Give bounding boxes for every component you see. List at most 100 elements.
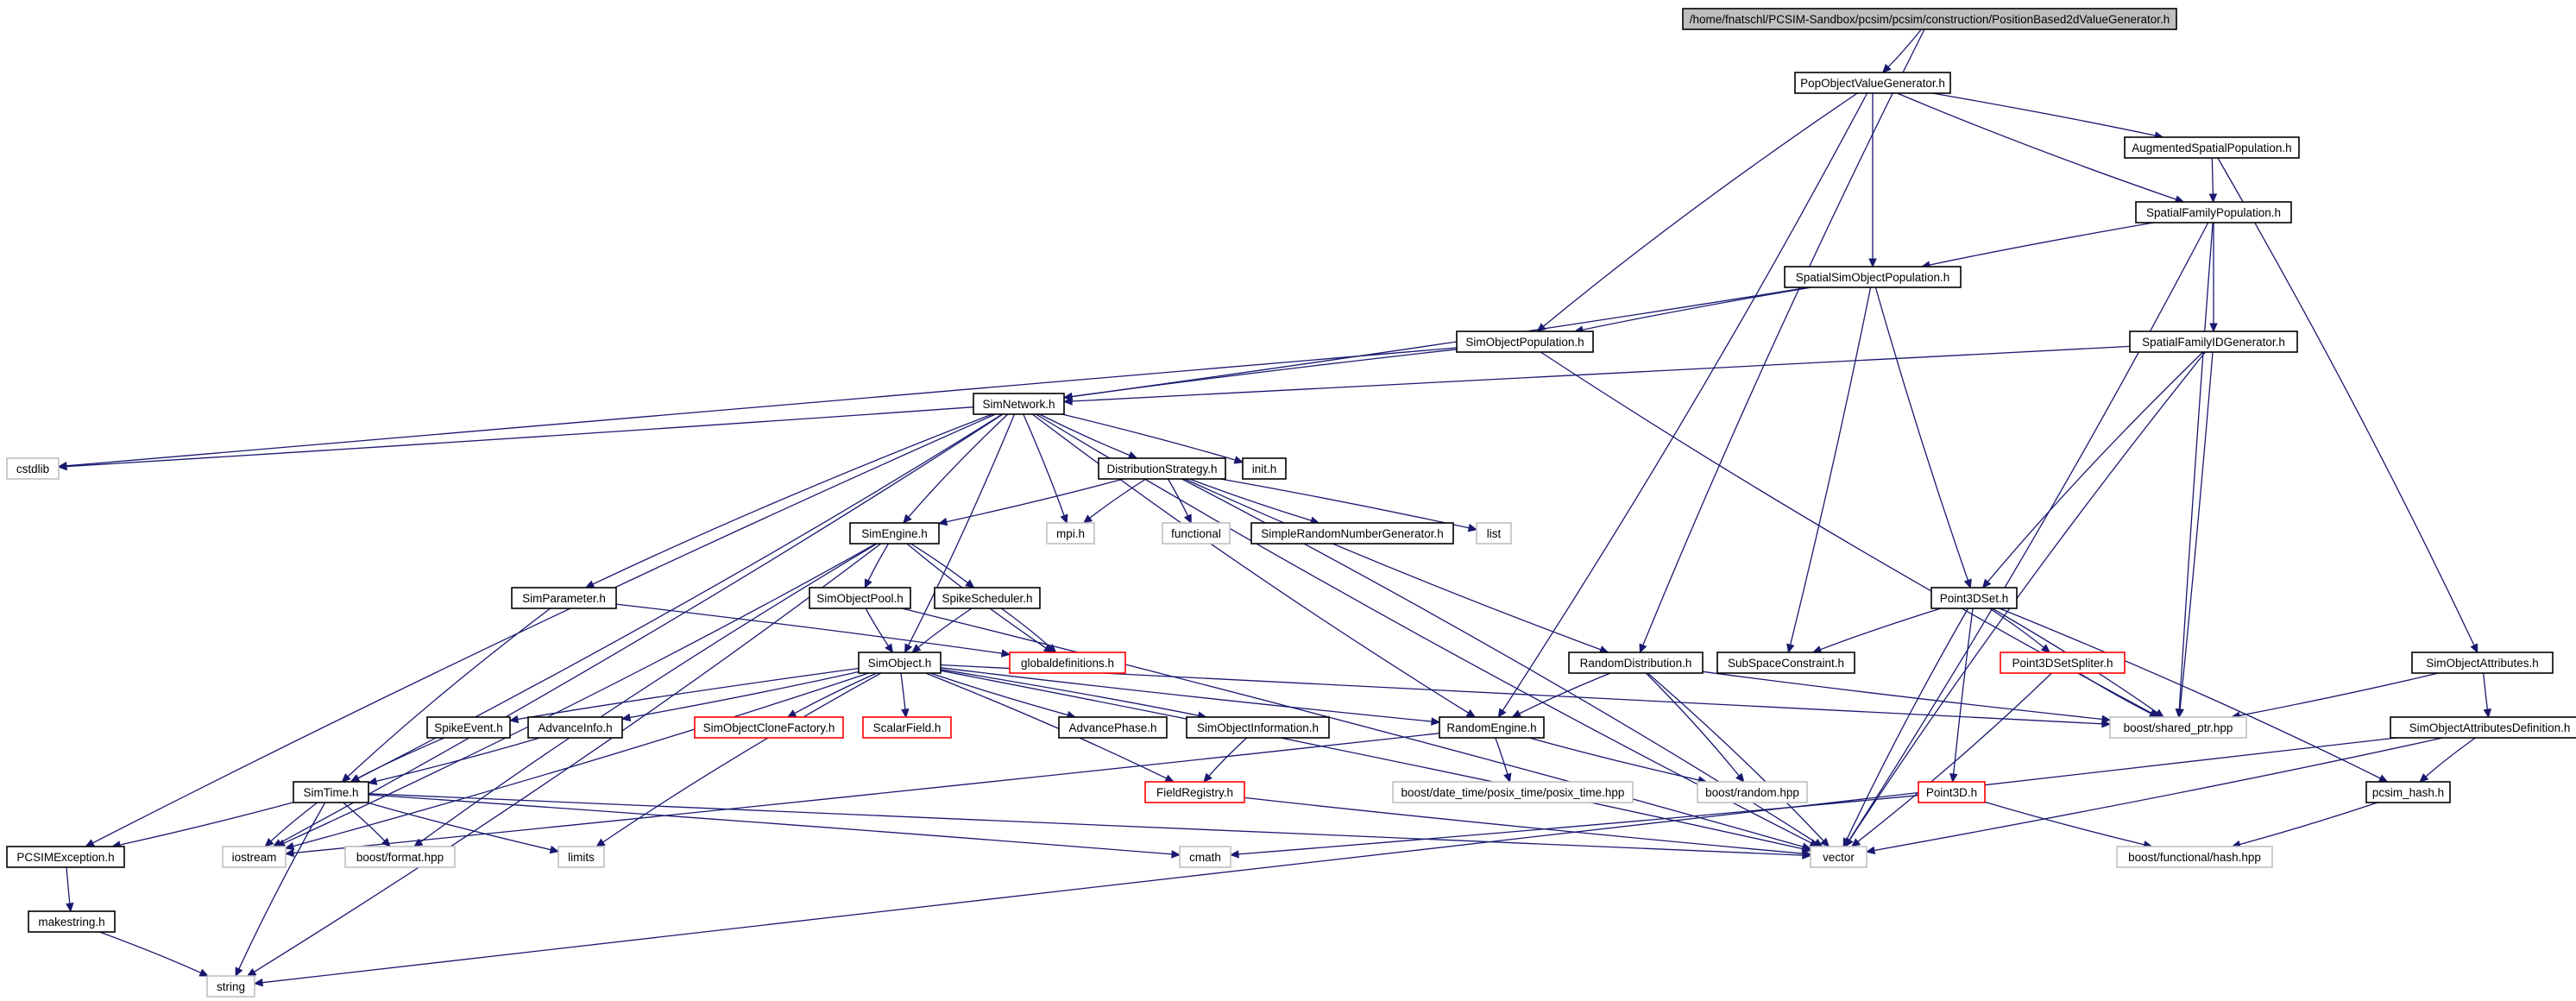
node-cmath: cmath bbox=[1179, 846, 1231, 868]
include-edge-point3dset-to-p3dspliter bbox=[1989, 608, 2051, 653]
node-box bbox=[1918, 781, 1986, 803]
node-subspace[interactable]: SubSpaceConstraint.h bbox=[1716, 652, 1855, 674]
node-spatfamid[interactable]: SpatialFamilyIDGenerator.h bbox=[2129, 331, 2298, 353]
node-box[interactable] bbox=[2124, 136, 2300, 159]
node-spikeevent[interactable]: SpikeEvent.h bbox=[426, 716, 511, 739]
node-box[interactable] bbox=[426, 716, 511, 739]
node-box[interactable] bbox=[511, 587, 617, 609]
node-label: SpikeScheduler.h bbox=[942, 592, 1032, 605]
edge-line bbox=[1929, 222, 2154, 266]
node-label: vector bbox=[1823, 851, 1855, 864]
node-box[interactable] bbox=[6, 846, 125, 868]
node-box[interactable] bbox=[858, 652, 942, 674]
node-makestring[interactable]: makestring.h bbox=[28, 910, 116, 933]
edge-line bbox=[901, 608, 1804, 847]
edge-arrowhead bbox=[2419, 773, 2429, 783]
node-box[interactable] bbox=[1784, 266, 1962, 288]
node-label: /home/fnatschl/PCSIM-Sandbox/pcsim/pcsim… bbox=[1690, 13, 2170, 26]
edge-line bbox=[1857, 672, 2052, 842]
node-box[interactable] bbox=[1456, 331, 1594, 353]
node-spatsim[interactable]: SpatialSimObjectPopulation.h bbox=[1784, 266, 1962, 288]
include-edge-simnet-to-pcsimexc bbox=[85, 413, 996, 847]
node-box[interactable] bbox=[1930, 587, 2018, 609]
node-pcsimhash[interactable]: pcsim_hash.h bbox=[2365, 781, 2451, 803]
node-box[interactable] bbox=[809, 587, 911, 609]
node-augspat[interactable]: AugmentedSpatialPopulation.h bbox=[2124, 136, 2300, 159]
node-sharedptr: boost/shared_ptr.hpp bbox=[2109, 716, 2247, 739]
node-box[interactable] bbox=[1794, 72, 1951, 94]
node-vector: vector bbox=[1810, 846, 1867, 868]
node-simplerng[interactable]: SimpleRandomNumberGenerator.h bbox=[1250, 522, 1454, 545]
node-spikesched[interactable]: SpikeScheduler.h bbox=[934, 587, 1041, 609]
node-box[interactable] bbox=[1568, 652, 1704, 674]
node-box[interactable] bbox=[1058, 716, 1168, 739]
node-simnet[interactable]: SimNetwork.h bbox=[973, 393, 1065, 415]
node-box[interactable] bbox=[2390, 716, 2576, 739]
edge-line bbox=[419, 543, 878, 843]
node-point3dset[interactable]: Point3DSet.h bbox=[1930, 587, 2018, 609]
node-box[interactable] bbox=[849, 522, 940, 545]
edge-line bbox=[1519, 672, 1611, 715]
node-simobjattr[interactable]: SimObjectAttributes.h bbox=[2411, 652, 2554, 674]
edge-line bbox=[1244, 796, 1804, 854]
node-simengine[interactable]: SimEngine.h bbox=[849, 522, 940, 545]
node-label: Point3D.h bbox=[1926, 786, 1977, 799]
node-root[interactable]: /home/fnatschl/PCSIM-Sandbox/pcsim/pcsim… bbox=[1682, 8, 2177, 30]
node-spatfam[interactable]: SpatialFamilyPopulation.h bbox=[2135, 201, 2292, 223]
node-simobjpop[interactable]: SimObjectPopulation.h bbox=[1456, 331, 1594, 353]
node-box[interactable] bbox=[2135, 201, 2292, 223]
edge-line bbox=[1061, 413, 1236, 461]
node-functional: functional bbox=[1162, 522, 1231, 545]
node-advinfo[interactable]: AdvanceInfo.h bbox=[527, 716, 623, 739]
edge-line bbox=[929, 672, 1068, 716]
node-label: AdvancePhase.h bbox=[1068, 721, 1156, 734]
node-simobject[interactable]: SimObject.h bbox=[858, 652, 942, 674]
node-box[interactable] bbox=[1716, 652, 1855, 674]
node-attrdef[interactable]: SimObjectAttributesDefinition.h bbox=[2390, 716, 2576, 739]
node-box[interactable] bbox=[1682, 8, 2177, 30]
edge-arrowhead bbox=[235, 966, 243, 978]
node-pcsimexc[interactable]: PCSIMException.h bbox=[6, 846, 125, 868]
node-advphase[interactable]: AdvancePhase.h bbox=[1058, 716, 1168, 739]
node-popobj[interactable]: PopObjectValueGenerator.h bbox=[1794, 72, 1951, 94]
node-boosthash: boost/functional/hash.hpp bbox=[2116, 846, 2273, 868]
node-box[interactable] bbox=[1242, 457, 1287, 480]
include-edge-randengine-to-posixtime bbox=[1495, 737, 1512, 784]
node-clonefact: SimObjectCloneFactory.h bbox=[694, 716, 844, 739]
node-box[interactable] bbox=[28, 910, 116, 933]
edge-arrowhead bbox=[2208, 193, 2218, 204]
node-randengine[interactable]: RandomEngine.h bbox=[1439, 716, 1545, 739]
node-simparam[interactable]: SimParameter.h bbox=[511, 587, 617, 609]
node-box[interactable] bbox=[1098, 457, 1226, 480]
include-edge-simnet-to-cstdlib bbox=[57, 406, 974, 471]
edge-line bbox=[1031, 413, 1469, 714]
node-box[interactable] bbox=[293, 781, 369, 803]
node-box[interactable] bbox=[2365, 781, 2451, 803]
node-simobjpool[interactable]: SimObjectPool.h bbox=[809, 587, 911, 609]
edge-line bbox=[347, 608, 551, 778]
node-box bbox=[2116, 846, 2273, 868]
node-box[interactable] bbox=[1250, 522, 1454, 545]
node-randdist[interactable]: RandomDistribution.h bbox=[1568, 652, 1704, 674]
node-label: string bbox=[217, 980, 245, 993]
node-globaldefs: globaldefinitions.h bbox=[1009, 652, 1126, 674]
node-box[interactable] bbox=[1439, 716, 1545, 739]
include-edge-simparam-to-globaldefs bbox=[615, 603, 1011, 658]
node-box[interactable] bbox=[1186, 716, 1330, 739]
edge-line bbox=[357, 737, 445, 779]
node-box[interactable] bbox=[2129, 331, 2298, 353]
node-label: list bbox=[1487, 527, 1502, 540]
node-box[interactable] bbox=[973, 393, 1065, 415]
node-box[interactable] bbox=[934, 587, 1041, 609]
node-simtime[interactable]: SimTime.h bbox=[293, 781, 369, 803]
include-edge-simobjpop-to-cstdlib bbox=[57, 347, 1458, 470]
node-box[interactable] bbox=[2411, 652, 2554, 674]
include-edge-diststrat-to-randdist bbox=[1184, 478, 1609, 654]
node-box bbox=[862, 716, 952, 739]
node-diststrat[interactable]: DistributionStrategy.h bbox=[1098, 457, 1226, 480]
node-box[interactable] bbox=[527, 716, 623, 739]
node-inith[interactable]: init.h bbox=[1242, 457, 1287, 480]
node-simobjinfo[interactable]: SimObjectInformation.h bbox=[1186, 716, 1330, 739]
edge-arrowhead bbox=[508, 715, 520, 724]
include-edge-simparam-to-simtime bbox=[341, 608, 551, 783]
